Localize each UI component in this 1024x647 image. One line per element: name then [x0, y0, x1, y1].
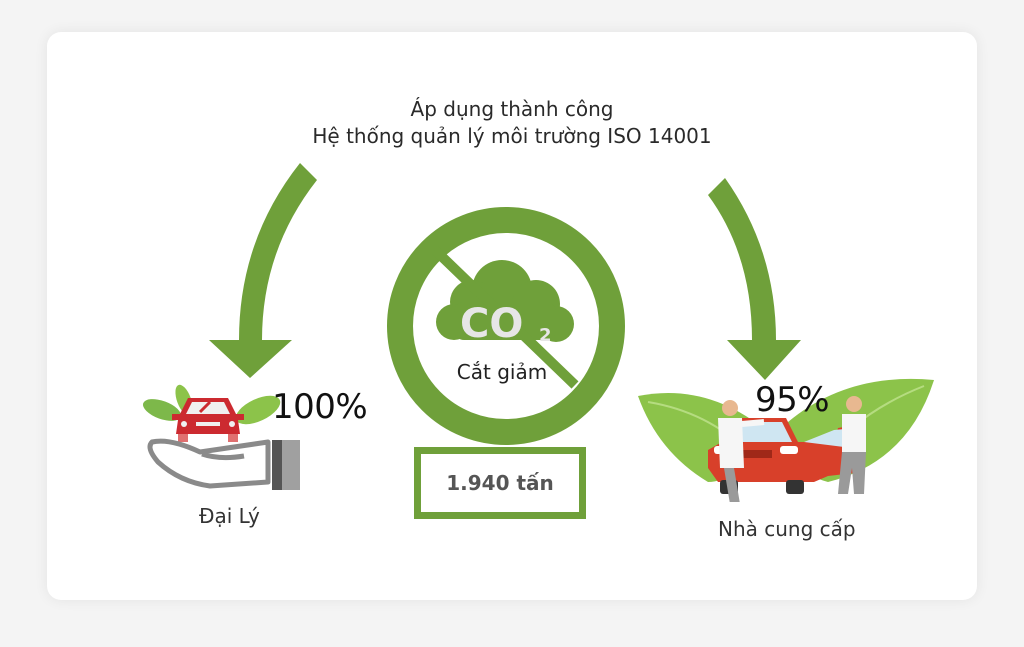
car-with-people-icon [638, 378, 934, 502]
no-co2-icon: CO 2 [387, 207, 625, 445]
co2-subscript: 2 [539, 325, 552, 346]
infographic-title: Áp dụng thành công Hệ thống quản lý môi … [0, 96, 1024, 150]
title-line-2: Hệ thống quản lý môi trường ISO 14001 [312, 124, 712, 148]
supplier-percent: 95% [755, 380, 830, 420]
car-in-hand-icon [142, 384, 300, 490]
cut-caption: Cắt giảm [456, 360, 548, 384]
amount-box: 1.940 tấn [414, 447, 586, 519]
supplier-label: Nhà cung cấp [718, 517, 856, 541]
title-line-1: Áp dụng thành công [410, 97, 614, 121]
co2-text: CO [460, 301, 523, 347]
amount-value: 1.940 tấn [446, 471, 554, 495]
dealer-label: Đại Lý [199, 504, 260, 528]
dealer-percent: 100% [272, 387, 368, 427]
